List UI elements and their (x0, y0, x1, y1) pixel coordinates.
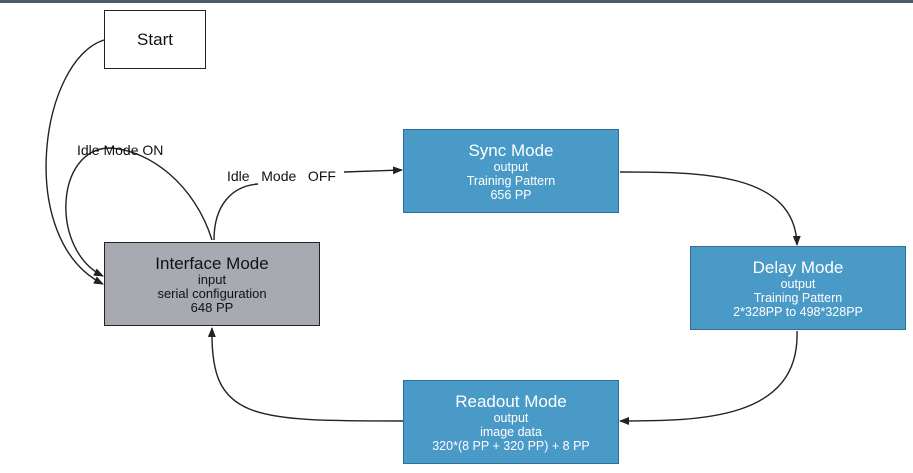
readout-mode-line-1: output (493, 410, 529, 425)
edge-delay-to-readout (619, 330, 798, 425)
sync-mode-line-3: 656 PP (490, 187, 532, 202)
edge-idle-off-arrow (343, 166, 403, 175)
edge-idle-on-loop (65, 147, 213, 277)
top-border (0, 0, 913, 3)
delay-mode-line-1: output (780, 276, 816, 291)
edge-readout-to-interface (207, 327, 404, 422)
sync-mode-title: Sync Mode (468, 140, 554, 160)
interface-mode-title: Interface Mode (155, 253, 269, 273)
delay-mode-line-3: 2*328PP to 498*328PP (733, 304, 863, 319)
interface-mode-line-2: serial configuration (157, 285, 267, 301)
interface-mode-node: Interface Mode input serial configuratio… (104, 242, 320, 326)
delay-mode-title: Delay Mode (752, 257, 844, 277)
delay-mode-node: Delay Mode output Training Pattern 2*328… (690, 246, 906, 330)
edge-idle-off-to-sync (213, 183, 259, 241)
readout-mode-line-2: image data (480, 424, 542, 439)
interface-mode-line-1: input (197, 271, 227, 287)
edge-start-to-interface (45, 39, 105, 285)
delay-mode-line-2: Training Pattern (753, 290, 843, 305)
edge-label-idle-on: Idle Mode ON (77, 142, 164, 158)
readout-mode-line-3: 320*(8 PP + 320 PP) + 8 PP (432, 438, 590, 453)
sync-mode-line-2: Training Pattern (466, 173, 556, 188)
sync-mode-node: Sync Mode output Training Pattern 656 PP (403, 129, 619, 213)
interface-mode-line-3: 648 PP (190, 299, 234, 315)
readout-mode-title: Readout Mode (455, 391, 567, 411)
edge-label-idle-off: Idle Mode OFF (227, 168, 336, 184)
start-node: Start (104, 10, 206, 69)
start-label: Start (137, 29, 173, 49)
edge-sync-to-delay (619, 171, 801, 246)
sync-mode-line-1: output (493, 159, 529, 174)
readout-mode-node: Readout Mode output image data 320*(8 PP… (403, 380, 619, 464)
